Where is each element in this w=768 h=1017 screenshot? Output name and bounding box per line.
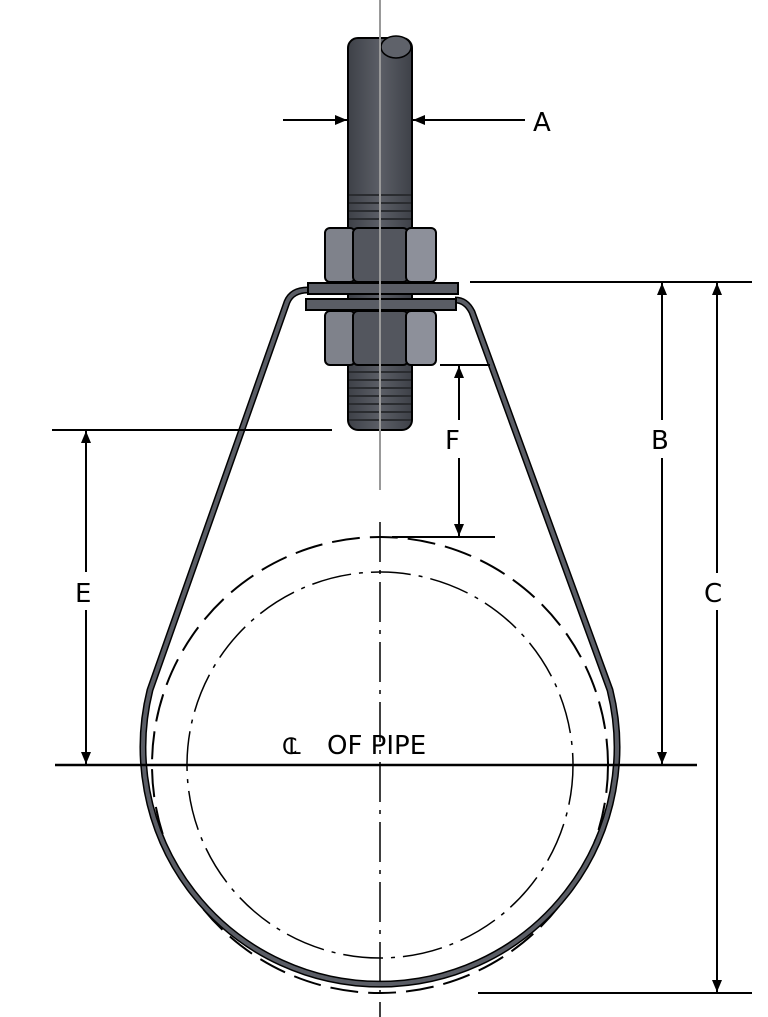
label-b: B <box>651 426 669 456</box>
label-c: C <box>704 579 722 609</box>
label-f: F <box>445 426 460 456</box>
hanger-strap-fill <box>141 288 619 987</box>
centerline-label: OF PIPE <box>327 731 426 761</box>
upper-washer <box>307 282 459 295</box>
label-a: A <box>533 108 551 138</box>
label-e: E <box>75 579 91 609</box>
centerline-symbol: CL <box>282 735 301 760</box>
extension-lines <box>52 281 752 994</box>
